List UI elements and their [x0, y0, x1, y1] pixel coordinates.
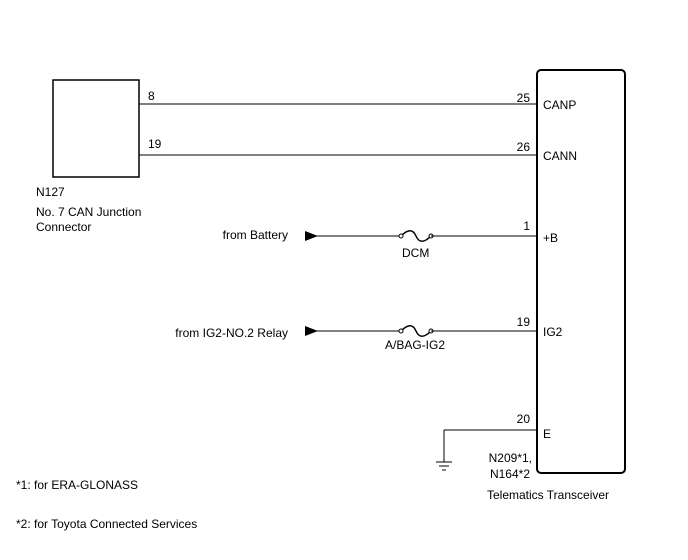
footnote-2: *2: for Toyota Connected Services: [16, 517, 198, 531]
transceiver-name: Telematics Transceiver: [487, 488, 610, 502]
dcm-fuse-icon: [400, 230, 432, 242]
fuse-abag-label: A/BAG-IG2: [385, 338, 446, 352]
transceiver-pin-label-cann: CANN: [543, 149, 578, 163]
transceiver-pin-label-ig2: IG2: [543, 325, 563, 339]
footnote-1: *1: for ERA-GLONASS: [16, 478, 139, 492]
transceiver-pin-num-cann: 26: [516, 140, 530, 154]
transceiver-pin-num-ig2: 19: [516, 315, 530, 329]
fuse-dcm-label: DCM: [402, 246, 430, 260]
transceiver-code-1: N209*1,: [488, 451, 532, 465]
transceiver-pin-label-e: E: [543, 427, 552, 441]
transceiver-code-2: N164*2: [489, 467, 530, 481]
ground-icon: [436, 461, 452, 471]
transceiver-box: [536, 69, 626, 474]
transceiver-pin-num-b: 1: [523, 219, 530, 233]
source-battery-label: from Battery: [222, 228, 288, 242]
junction-connector-name-1: No. 7 CAN Junction: [36, 205, 142, 219]
junction-pin-canp: 8: [148, 89, 155, 103]
junction-connector-code: N127: [36, 185, 65, 199]
junction-connector-name-2: Connector: [36, 220, 92, 234]
abag-fuse-icon: [400, 325, 432, 337]
junction-pin-cann: 19: [148, 137, 162, 151]
source-ig2-relay-label: from IG2-NO.2 Relay: [175, 326, 288, 340]
transceiver-pin-label-b: +B: [543, 231, 559, 245]
transceiver-pin-num-canp: 25: [516, 91, 530, 105]
junction-connector-box: [52, 79, 140, 178]
transceiver-pin-num-e: 20: [516, 412, 530, 426]
transceiver-pin-label-canp: CANP: [543, 98, 577, 112]
